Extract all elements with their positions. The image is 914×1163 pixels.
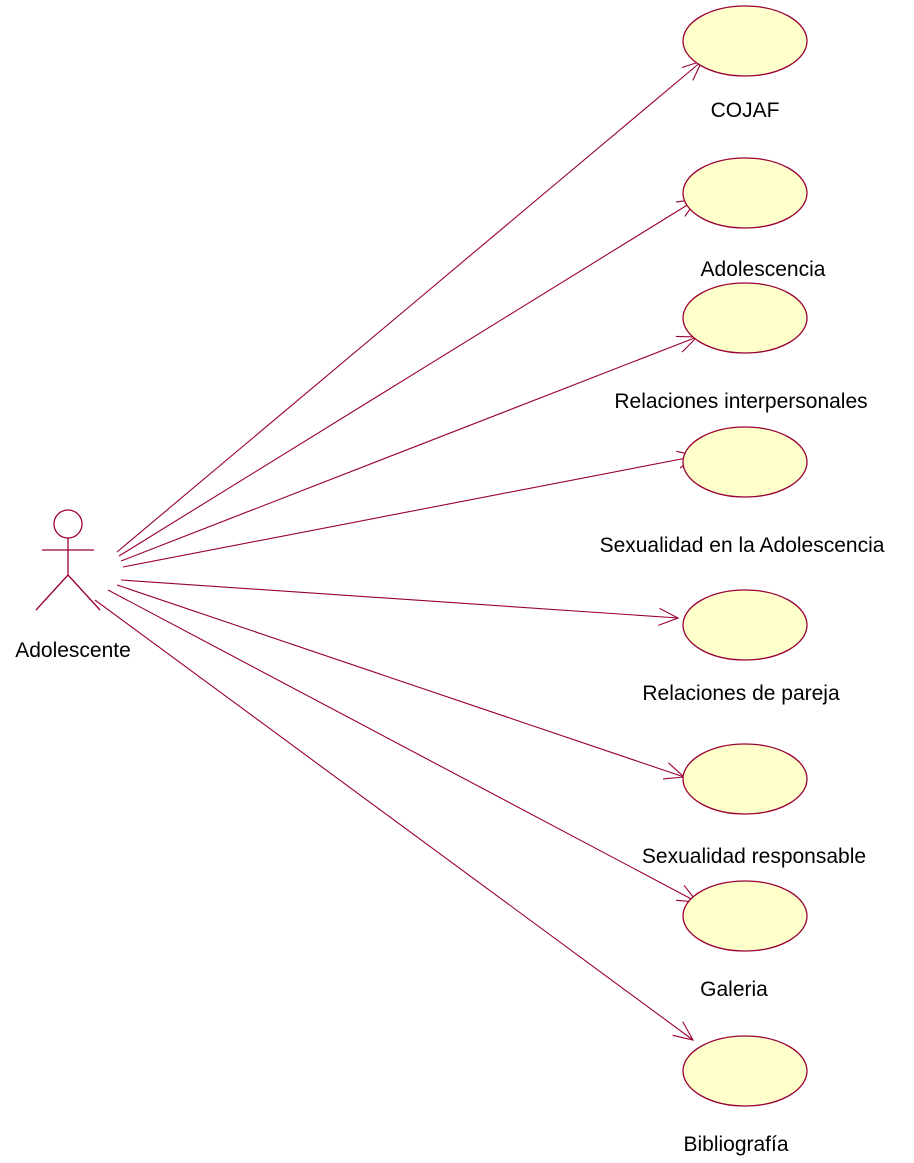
association-line xyxy=(120,336,698,562)
actor-head xyxy=(53,509,83,539)
use-case-sexualidad-adolescencia[interactable]: Sexualidad en la Adolescencia xyxy=(600,426,885,557)
arrowhead-icon xyxy=(672,1021,695,1041)
use-case-ellipse xyxy=(682,880,808,952)
use-case-cojaf[interactable]: COJAF xyxy=(682,5,808,122)
association-line xyxy=(116,584,685,778)
association-relaciones-pareja xyxy=(120,579,680,626)
use-case-ellipse xyxy=(682,426,808,498)
use-case-label: Relaciones de pareja xyxy=(642,682,840,705)
use-case-label: Bibliografía xyxy=(683,1133,788,1156)
association-line xyxy=(116,60,703,553)
use-cases: COJAF Adolescencia Relaciones interperso… xyxy=(600,5,885,1156)
use-case-ellipse xyxy=(682,1035,808,1107)
use-case-ellipse xyxy=(682,157,808,229)
associations xyxy=(94,60,704,1041)
use-case-label: Sexualidad en la Adolescencia xyxy=(600,534,885,557)
use-case-galeria[interactable]: Galeria xyxy=(682,880,808,1001)
actor-right-leg xyxy=(67,574,101,611)
use-case-ellipse xyxy=(682,589,808,661)
use-case-label: Galeria xyxy=(700,978,768,1001)
use-case-label: Adolescencia xyxy=(701,258,826,281)
association-relaciones-interpersonales xyxy=(120,335,699,562)
association-bibliografia xyxy=(94,599,695,1041)
association-cojaf xyxy=(116,60,704,553)
use-case-ellipse xyxy=(682,5,808,77)
use-case-relaciones-interpersonales[interactable]: Relaciones interpersonales xyxy=(614,282,868,413)
association-line xyxy=(94,599,694,1041)
actor-left-leg xyxy=(35,574,69,611)
use-case-sexualidad-responsable[interactable]: Sexualidad responsable xyxy=(642,743,866,868)
association-adolescencia xyxy=(118,198,699,557)
use-case-ellipse xyxy=(682,743,808,815)
association-line xyxy=(118,198,698,557)
association-line xyxy=(107,589,698,903)
actor-icon xyxy=(35,509,101,611)
arrowhead-icon xyxy=(658,607,680,626)
actor-adolescente[interactable]: Adolescente xyxy=(15,509,131,662)
use-case-relaciones-pareja[interactable]: Relaciones de pareja xyxy=(642,589,840,705)
use-case-ellipse xyxy=(682,282,808,354)
association-sexualidad-responsable xyxy=(116,584,686,780)
use-case-adolescencia[interactable]: Adolescencia xyxy=(682,157,826,281)
use-case-bibliografia[interactable]: Bibliografía xyxy=(682,1035,808,1156)
use-case-label: Relaciones interpersonales xyxy=(614,390,867,413)
association-galeria xyxy=(107,589,699,903)
association-line xyxy=(120,579,679,619)
use-case-label: Sexualidad responsable xyxy=(642,845,866,868)
actor-label: Adolescente xyxy=(15,639,131,662)
association-line xyxy=(122,455,698,568)
use-case-label: COJAF xyxy=(711,99,780,122)
